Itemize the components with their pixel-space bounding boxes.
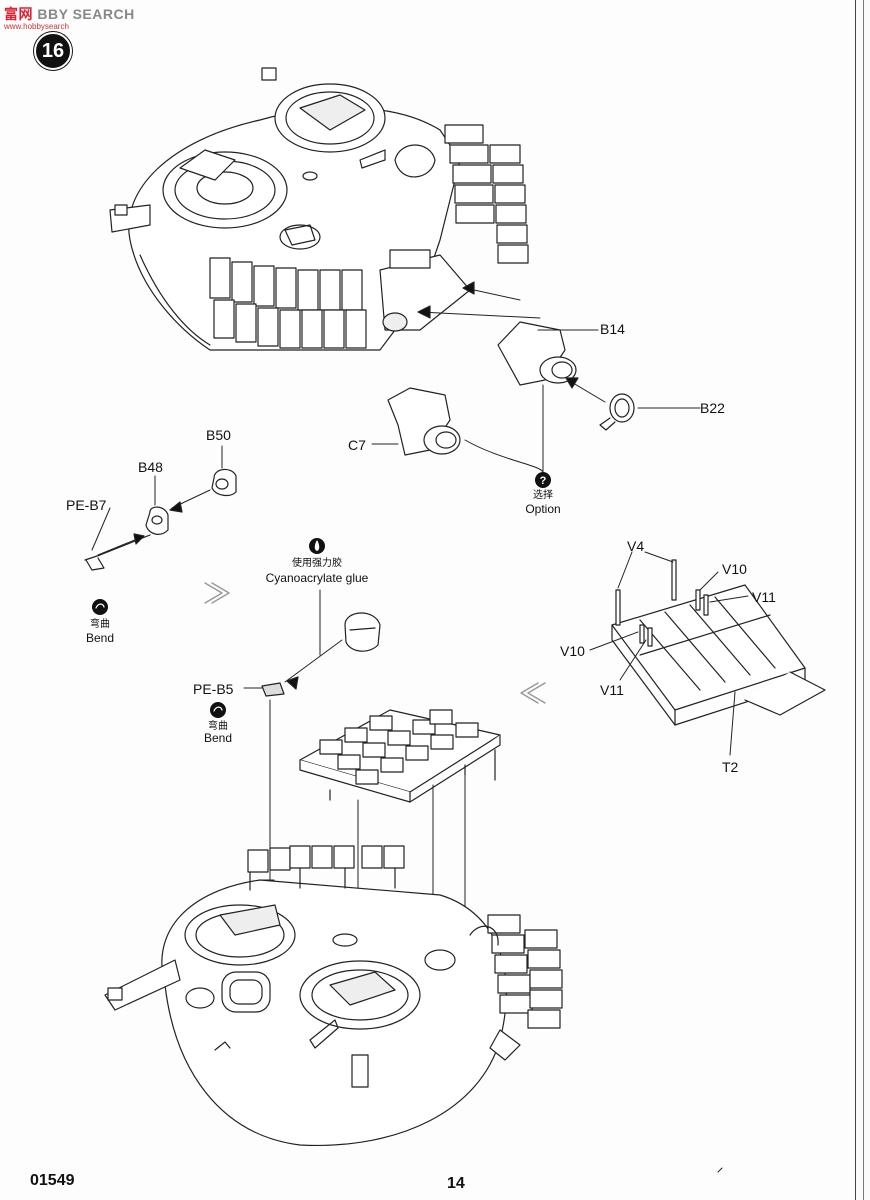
part-label-c7: C7: [348, 437, 366, 453]
bend-label-en: Bend: [85, 631, 115, 645]
glue-label-en: Cyanoacrylate glue: [265, 571, 369, 585]
option-label-cn: 选择: [533, 490, 553, 501]
bend-icon: [92, 599, 108, 615]
option-label-en: Option: [525, 502, 561, 516]
bend-label-cn: 弯曲: [90, 619, 110, 630]
question-icon: [535, 472, 551, 488]
right-margin-border: [855, 0, 870, 1200]
part-label-t2: T2: [722, 759, 739, 775]
periscope-part-drawing: [284, 589, 381, 690]
part-c7-drawing: [371, 387, 461, 456]
svg-text:?: ?: [540, 475, 547, 487]
part-label-v10-left: V10: [560, 643, 585, 659]
step-number-badge: 16: [34, 32, 72, 70]
glue-label-cn: 使用强力胶: [292, 558, 342, 569]
part-label-b22: B22: [700, 400, 725, 416]
part-label-pe-b5: PE-B5: [193, 681, 234, 697]
page-number: 14: [447, 1175, 465, 1192]
part-b22-drawing: [565, 377, 701, 431]
bend2-label-cn: 弯曲: [208, 721, 228, 732]
part-pe-b5-drawing: [243, 682, 285, 697]
watermark-url: www.hobbysearch: [4, 22, 69, 31]
part-label-v11-left: V11: [600, 682, 624, 698]
sight-assembly-drawing: [84, 445, 237, 571]
product-code: 01549: [30, 1172, 75, 1189]
stowage-rack-drawing: [589, 551, 826, 756]
part-label-pe-b7: PE-B7: [66, 497, 107, 513]
direction-arrow-right: [520, 682, 546, 704]
direction-arrow-left: [204, 582, 230, 604]
upper-turret-drawing: [109, 67, 541, 351]
era-panel-drawing: [299, 709, 501, 803]
bend-icon-2: [210, 702, 226, 718]
part-label-b48: B48: [138, 459, 163, 475]
part-b14-drawing: [497, 321, 599, 386]
right-margin-line: [863, 0, 864, 1200]
part-label-b50: B50: [206, 427, 231, 443]
part-label-v4: V4: [627, 538, 645, 554]
part-label-b14: B14: [600, 321, 625, 337]
part-label-v10-top: V10: [722, 561, 747, 577]
part-label-v11-top: V11: [752, 589, 776, 605]
lower-turret-drawing: [104, 845, 563, 1147]
bend2-label-en: Bend: [203, 731, 233, 745]
watermark-logo: 富网 BBY SEARCH: [4, 6, 135, 22]
